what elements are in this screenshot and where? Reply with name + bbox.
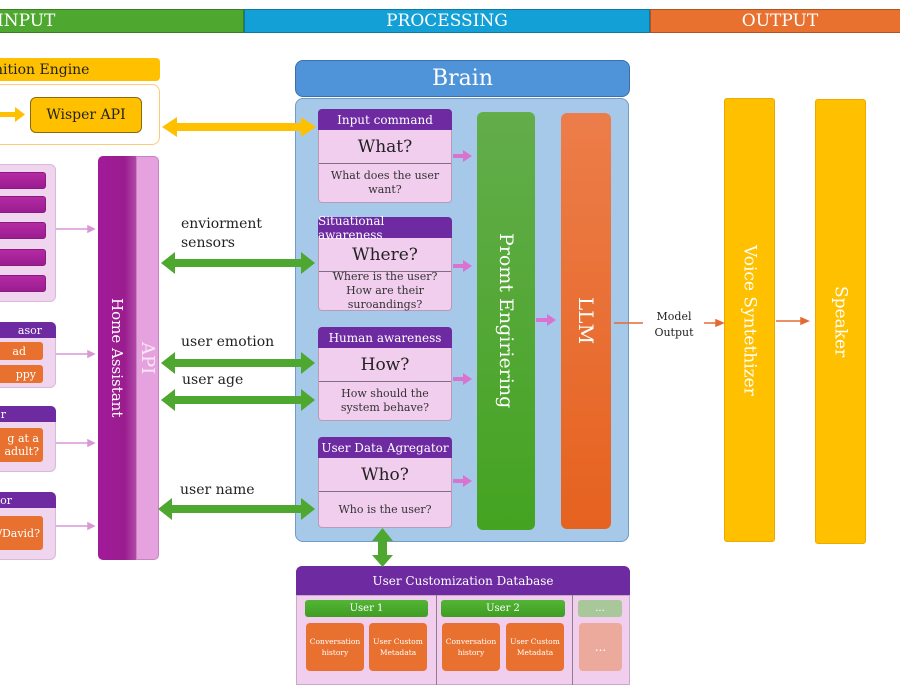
environment-sensor-item: [0, 275, 46, 292]
card-body: What? What does the user want?: [318, 130, 452, 203]
environment-label-line-2: sensors: [181, 235, 235, 251]
arrow-environment: [161, 252, 315, 274]
wisper-api-node: Wisper API: [30, 97, 142, 133]
user-name-label: user name: [180, 482, 255, 498]
llm-label: LLM: [574, 297, 598, 345]
card-body: How? How should the system behave?: [318, 348, 452, 421]
card-question: What?: [319, 130, 451, 164]
emotion-sensor-title: asor: [0, 322, 56, 338]
emotion-option-sad: ad: [0, 342, 43, 360]
brain-title-label: Brain: [431, 66, 493, 91]
emotion-option-happy: ppy: [0, 365, 43, 383]
api-block: API: [136, 156, 159, 560]
recognition-engine-label: nition Engine: [0, 61, 90, 78]
model-output-label: Model Output: [654, 310, 694, 339]
arrow-sensor-to-ha: [56, 224, 96, 531]
card-description: How should the system behave?: [340, 387, 430, 414]
age-sensor-title: r: [0, 406, 56, 422]
card-description: Where is the user? How are their suroand…: [332, 270, 438, 311]
brain-card-input-command: Input command What? What does the user w…: [318, 109, 452, 203]
home-assistant-label: Home Assistant: [108, 298, 126, 418]
environment-sensor-item: [0, 249, 46, 266]
emotion-option-sad-label: ad: [12, 344, 26, 358]
phase-input-label: INPUT: [0, 11, 56, 31]
user-1-conversation-history: Conversation history: [306, 623, 364, 671]
database-divider: [572, 595, 573, 685]
more-users-header: ...: [578, 600, 622, 617]
emotion-option-happy-label: ppy: [15, 367, 36, 381]
age-question-line-1: g at a: [7, 432, 39, 445]
api-label: API: [137, 341, 158, 375]
phase-processing-header: PROCESSING: [244, 9, 650, 33]
arrow-wisper-brain: [162, 117, 316, 137]
environment-sensors-label: enviorment sensors: [181, 215, 262, 253]
brain-title: Brain: [295, 60, 630, 97]
user-2-conversation-history: Conversation history: [442, 623, 500, 671]
card-header: Input command: [318, 109, 452, 130]
user-2-custom-metadata: User Custom Metadata: [506, 623, 564, 671]
age-question-line-2: adult?: [4, 445, 39, 458]
phase-input-header: INPUT: [0, 9, 244, 33]
user-database-title-label: User Customization Database: [372, 573, 554, 588]
speaker-block: Speaker: [815, 99, 866, 544]
card-question: How?: [319, 348, 451, 382]
arrow-llm-output: [614, 316, 810, 328]
user-1-label: User 1: [349, 603, 384, 614]
phase-output-header: OUTPUT: [650, 9, 900, 33]
brain-card-situational-awareness: Situational awareness Where? Where is th…: [318, 214, 452, 311]
voice-synthesizer-block: Voice Syntethizer: [724, 98, 775, 542]
phase-output-label: OUTPUT: [741, 11, 819, 31]
card-header: Situational awareness: [318, 214, 452, 242]
card-body: Who? Who is the user?: [318, 458, 452, 528]
more-users-label: ...: [595, 603, 605, 614]
card-description: What does the user want?: [330, 169, 440, 196]
arrow-age: [161, 389, 315, 411]
name-sensor-title: or: [0, 492, 56, 508]
database-divider: [436, 595, 437, 685]
speaker-label: Speaker: [830, 285, 851, 358]
card-body: Where? Where is the user? How are their …: [318, 238, 452, 311]
arrow-emotion: [161, 352, 315, 374]
environment-sensor-item: [0, 196, 46, 213]
recognition-engine-title: nition Engine: [0, 58, 160, 81]
user-2-header: User 2: [441, 600, 565, 617]
user-age-label: user age: [182, 372, 244, 388]
name-sensor-title-label: or: [0, 493, 12, 507]
environment-sensor-item: [0, 172, 46, 189]
prompt-engineering-block: Promt Engiriering: [477, 112, 535, 530]
more-users-cell: ...: [579, 623, 622, 671]
brain-card-user-data-agregator: User Data Agregator Who? Who is the user…: [318, 437, 452, 528]
card-description: Who is the user?: [338, 502, 432, 516]
emotion-sensor-title-label: asor: [17, 323, 42, 337]
name-question-label: o/David?: [0, 526, 40, 540]
card-question: Who?: [319, 458, 451, 492]
age-question: g at a adult?: [0, 428, 43, 462]
llm-block: LLM: [561, 113, 611, 529]
phase-processing-label: PROCESSING: [386, 11, 508, 31]
environment-label-line-1: enviorment: [181, 216, 263, 232]
user-1-header: User 1: [305, 600, 428, 617]
home-assistant-block: Home Assistant: [98, 156, 136, 560]
user-database-title: User Customization Database: [296, 566, 630, 595]
name-question: o/David?: [0, 516, 43, 550]
user-2-label: User 2: [486, 603, 520, 614]
card-question: Where?: [319, 238, 451, 272]
arrow-name: [158, 498, 315, 520]
brain-card-human-awareness: Human awareness How? How should the syst…: [318, 327, 452, 421]
card-header: Human awareness: [318, 327, 452, 348]
age-sensor-title-label: r: [0, 407, 6, 421]
card-header: User Data Agregator: [318, 437, 452, 458]
prompt-engineering-label: Promt Engiriering: [495, 233, 517, 409]
voice-synthesizer-label: Voice Syntethizer: [739, 244, 760, 396]
wisper-api-label: Wisper API: [46, 107, 126, 123]
user-emotion-label: user emotion: [181, 334, 275, 350]
environment-sensor-item: [0, 222, 46, 239]
user-1-custom-metadata: User Custom Metadata: [369, 623, 427, 671]
